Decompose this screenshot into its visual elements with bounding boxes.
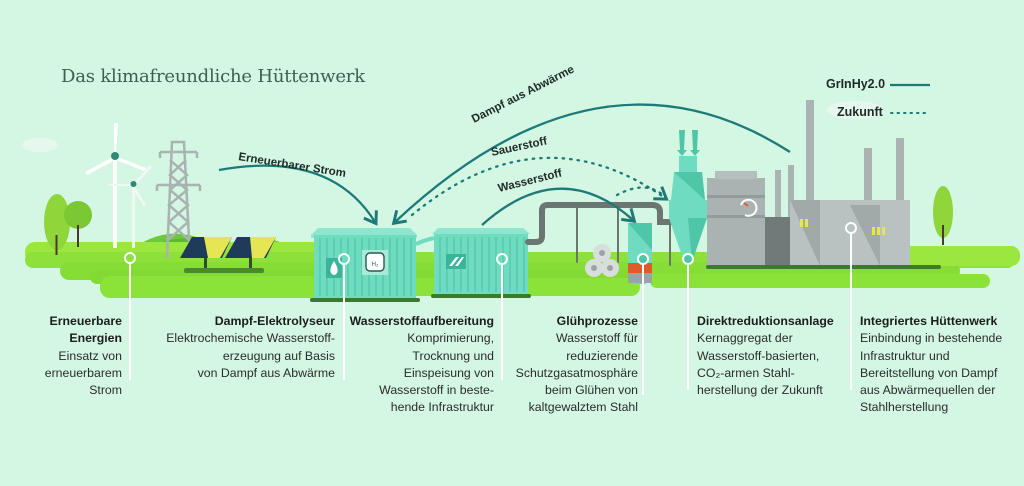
station-text: Einspeisung von [403, 365, 494, 380]
flow-renewable-power [218, 164, 378, 226]
flow-hydrogen [481, 187, 637, 226]
station-text: Einbindung in bestehende [860, 331, 1003, 346]
station-text: Infrastruktur und [860, 348, 950, 363]
cloud-icon [827, 101, 883, 119]
flow-steam-waste-heat [391, 103, 791, 226]
station-text: Trocknung und [412, 348, 494, 363]
station-title: Erneuerbare [49, 314, 122, 328]
treatment-container [431, 228, 531, 298]
station-text: Wasserstoff in beste- [379, 383, 494, 398]
steel-coils [585, 244, 619, 277]
station-aufbereitung: Wasserstoffaufbereitung Komprimierung, T… [350, 313, 494, 417]
pointer-direktreduktion [682, 253, 694, 265]
station-text: von Dampf aus Abwärme [197, 365, 335, 380]
h2-icon [365, 252, 385, 272]
tree-right [933, 186, 953, 245]
station-text: Einsatz von [58, 348, 122, 363]
recycle-icon [740, 198, 758, 217]
label-renewable-power: Erneuerbarer Strom [238, 151, 347, 180]
station-text: Strom [89, 383, 122, 398]
page-title: Das klimafreundliche Hüttenwerk [61, 66, 365, 87]
station-text: Kernaggregat der [697, 331, 793, 346]
station-text: herstellung der Zukunft [697, 383, 823, 398]
flow-arrows [218, 103, 791, 226]
station-text: erneuerbarem [44, 365, 122, 380]
electrolyser-container: H₂ [310, 228, 420, 302]
station-title: Glühprozesse [556, 314, 638, 328]
direct-reduction-tower [669, 130, 707, 262]
station-text: Stahlherstellung [860, 400, 949, 415]
station-elektrolyseur: Dampf-Elektrolyseur Elektrochemische Was… [166, 313, 335, 382]
station-text: Komprimierung, [407, 331, 494, 346]
station-text: erzeugung auf Basis [222, 348, 335, 363]
label-hydrogen: Wasserstoff [497, 167, 564, 195]
pipeline [525, 202, 678, 266]
station-text: kaltgewalztem Stahl [528, 400, 638, 415]
display-icon [446, 254, 466, 269]
legend-item-zukunft: Zukunft [837, 105, 883, 119]
station-text: CO₂-armen Stahl- [697, 365, 795, 380]
station-text: Wasserstoff für [555, 331, 638, 346]
station-text: Elektrochemische Wasserstoff- [166, 331, 335, 346]
flow-hydrogen-future [615, 186, 665, 197]
pointer-gluehprozesse [637, 253, 649, 265]
station-gluehprozesse: Glühprozesse Wasserstoff für reduzierend… [516, 313, 638, 417]
station-direktreduktion: Direktreduktionsanlage Kernaggregat der … [697, 313, 834, 399]
flow-oxygen [410, 156, 669, 217]
station-title: Energien [69, 331, 122, 346]
cloud-icon [22, 138, 58, 152]
station-text: reduzierende [566, 348, 638, 363]
wind-turbines [85, 123, 152, 248]
annealing-furnace [628, 223, 652, 283]
station-text: Bereitstellung von Dampf [860, 365, 998, 380]
h2-icon-label: H₂ [372, 262, 379, 268]
label-oxygen: Sauerstoff [490, 135, 548, 159]
station-text: aus Abwärmequellen der [860, 383, 996, 398]
solar-panels [180, 237, 276, 273]
station-text: Wasserstoff-basierten, [697, 348, 820, 363]
station-text: Schutzgasatmosphäre [515, 365, 638, 380]
station-title: Wasserstoffaufbereitung [349, 314, 494, 328]
station-text: hende Infrastruktur [390, 400, 494, 415]
station-title: Integriertes Hüttenwerk [860, 314, 998, 328]
station-title: Direktreduktionsanlage [697, 314, 834, 328]
power-pylon [155, 140, 202, 259]
station-huettenwerk: Integriertes Hüttenwerk Einbindung in be… [860, 313, 1002, 417]
station-erneuerbare: Erneuerbare Energien Einsatz von erneuer… [45, 313, 122, 399]
station-text: beim Glühen von [545, 383, 638, 398]
station-pointers [124, 222, 857, 395]
steel-works [706, 100, 941, 269]
trees-left [44, 194, 92, 255]
station-title: Dampf-Elektrolyseur [214, 314, 335, 328]
legend-item-grinhy: GrInHy2.0 [826, 77, 886, 91]
